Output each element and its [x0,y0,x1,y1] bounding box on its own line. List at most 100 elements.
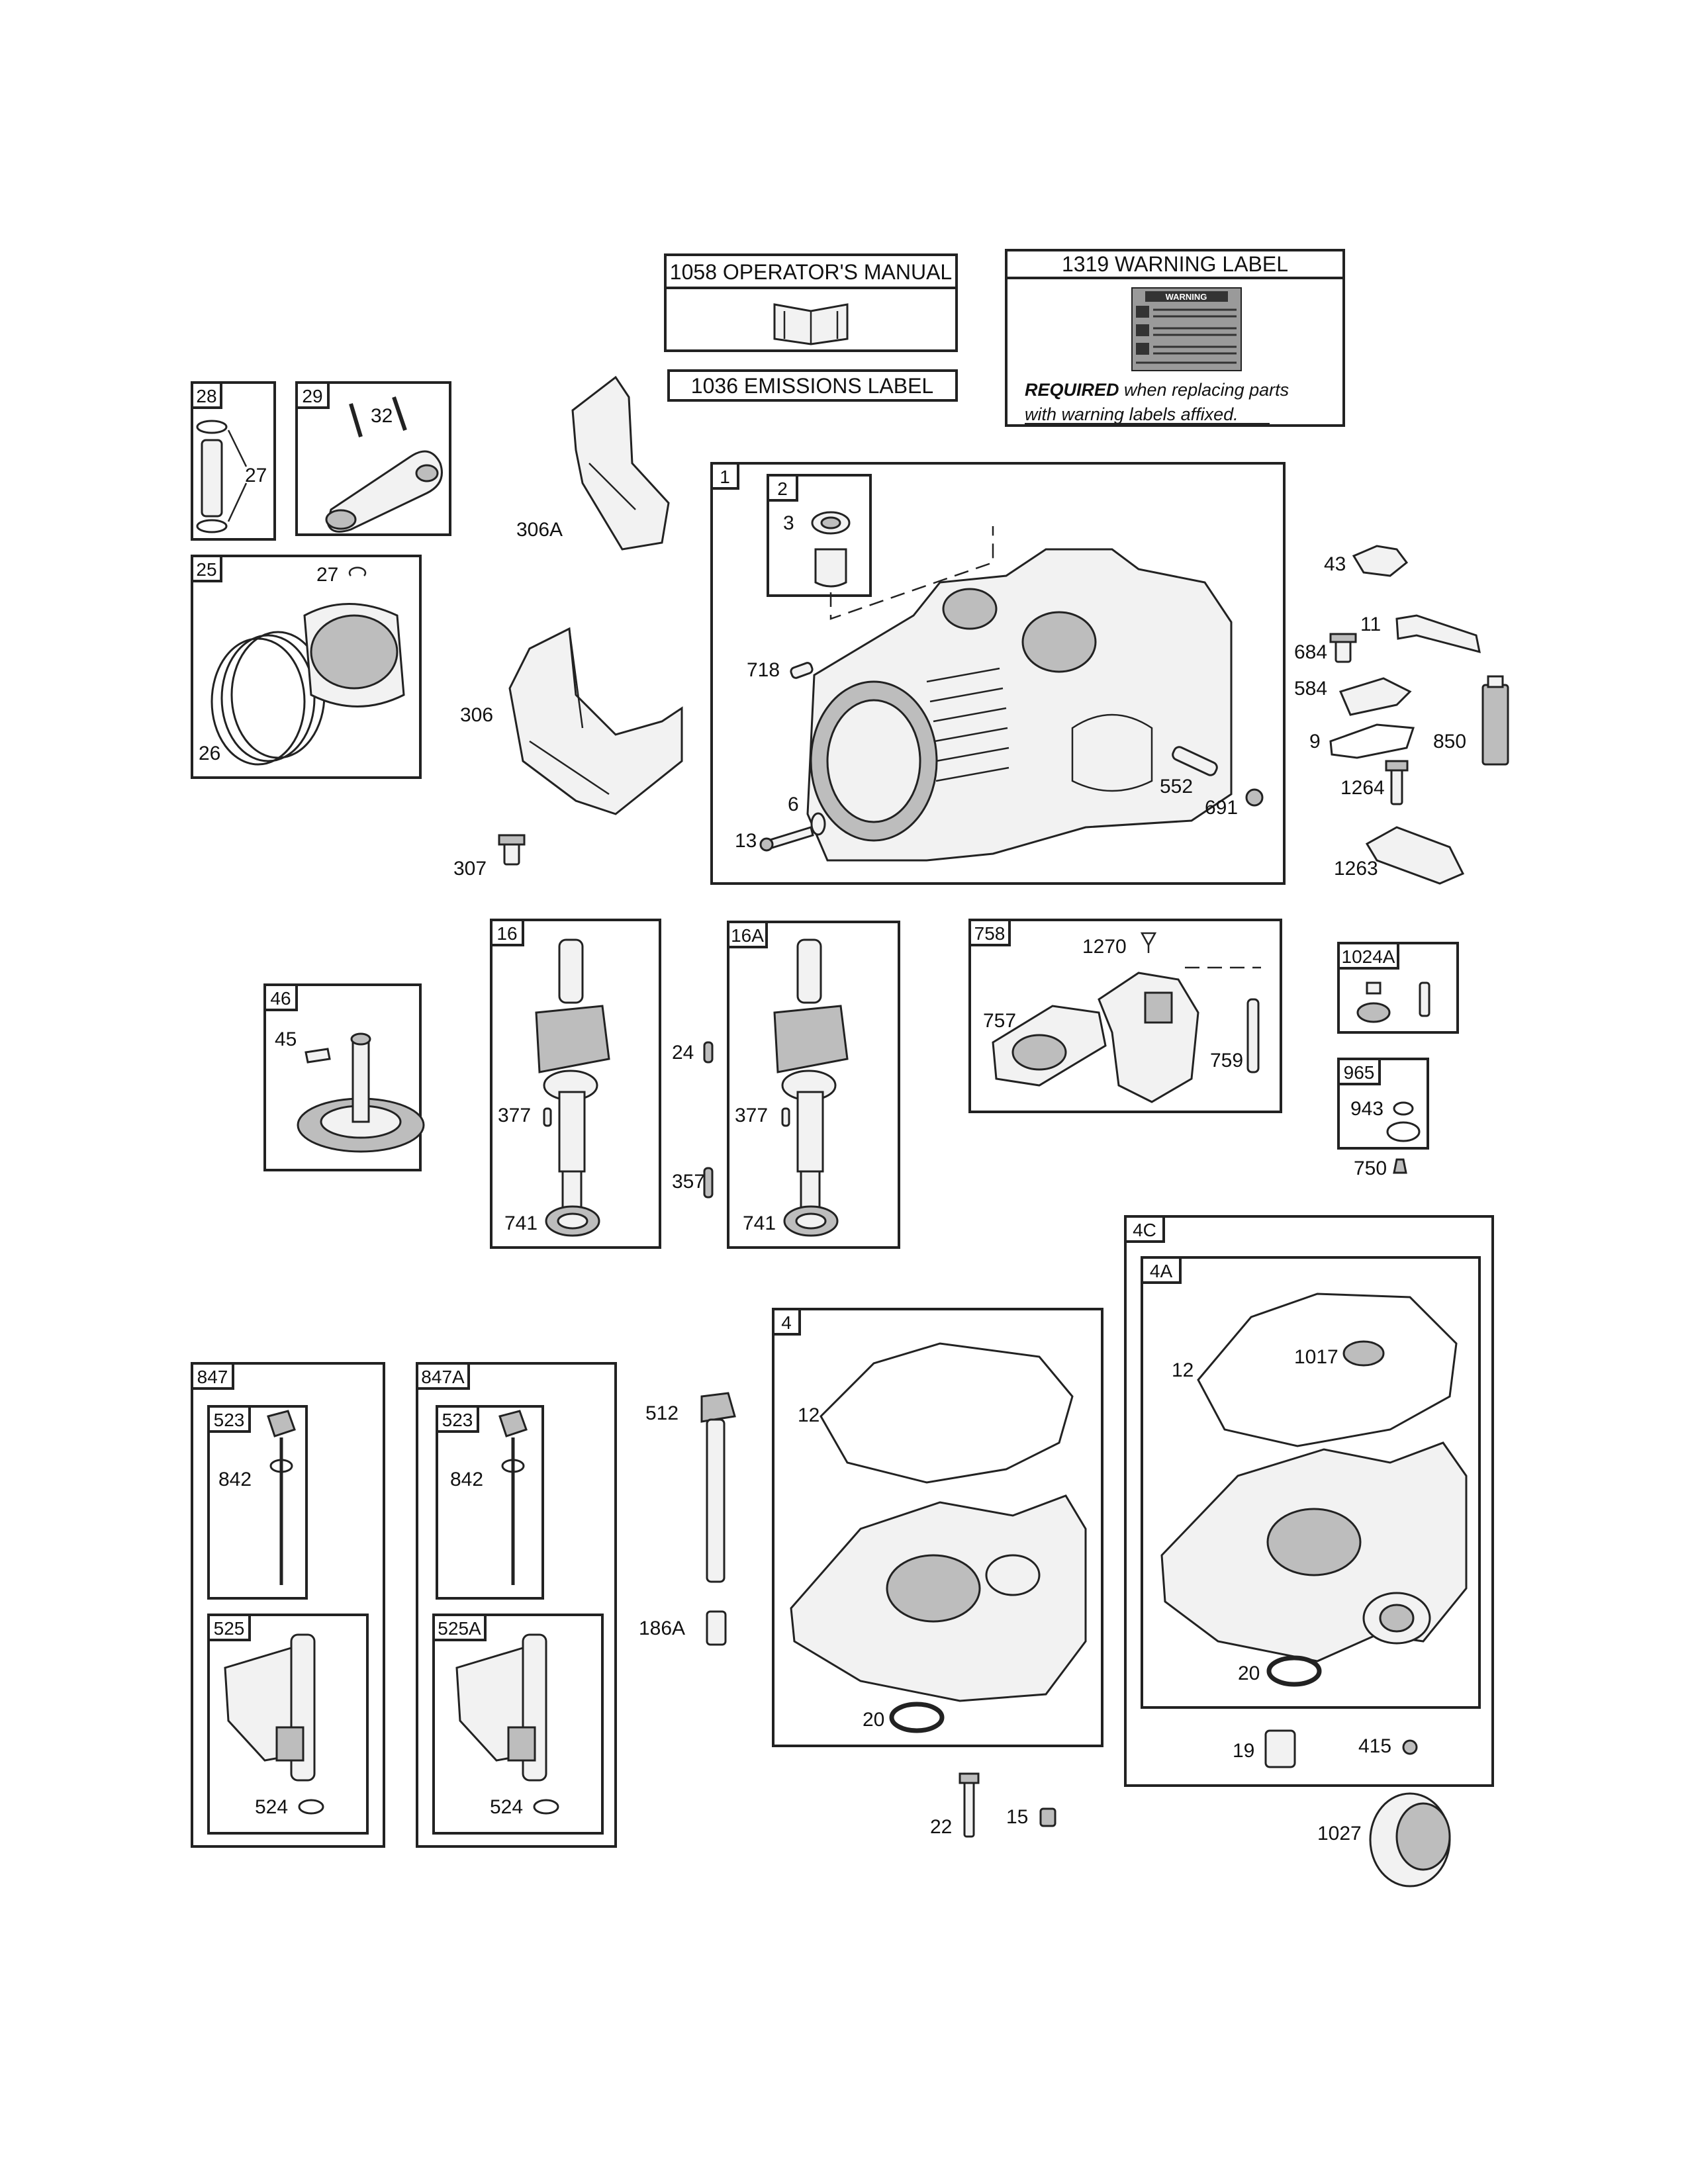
callout-1270: 1270 [1082,936,1127,958]
warning-sticker-heading: WARNING [1166,292,1207,302]
warning-label-box: 1319 WARNING LABEL WARNING REQUIRED when… [1005,249,1345,427]
callout-1263: 1263 [1334,858,1378,880]
group-tag-965: 965 [1344,1062,1375,1083]
callout-584: 584 [1294,678,1327,700]
callout-718: 718 [747,659,780,681]
callout-20-b: 20 [863,1709,884,1731]
callout-524: 524 [255,1796,288,1818]
group-tag-4c: 4C [1133,1220,1156,1240]
air-guide-306a: 306A [516,375,670,551]
group-16a-crankshaft: 16A 377 741 [727,921,900,1249]
callout-306: 306 [460,704,493,726]
group-tag-4: 4 [781,1312,792,1333]
callout-512: 512 [645,1402,679,1424]
group-847-dipstick: 847 523 842 525 524 [191,1362,385,1848]
group-tag-16: 16 [496,923,517,944]
group-28-piston-pin: 28 27 [191,381,276,541]
callout-20: 20 [1238,1662,1260,1684]
callout-13: 13 [735,830,757,852]
warning-required-line1: REQUIRED when replacing parts [1025,380,1289,400]
callout-19: 19 [1233,1740,1254,1762]
callout-842: 842 [218,1469,252,1490]
loose-parts-right: 43 11 684 584 9 850 1264 1263 [1294,545,1509,885]
operators-manual-box: 1058 OPERATOR'S MANUAL [664,253,958,352]
callout-43: 43 [1324,553,1346,575]
group-758-breather: 758 1270 757 759 [968,919,1282,1113]
group-tag-28: 28 [196,386,216,406]
callout-45: 45 [275,1028,297,1050]
callout-415: 415 [1358,1735,1391,1757]
callout-306a: 306A [516,519,563,541]
air-guide-306: 306 [460,627,683,815]
callout-943: 943 [1350,1098,1383,1120]
group-25-piston: 25 27 26 [191,555,422,779]
group-tag-523-b: 523 [442,1410,473,1430]
callout-186a: 186A [639,1617,685,1639]
group-46-camshaft: 46 45 [263,983,425,1171]
group-tag-525: 525 [214,1618,245,1639]
group-tag-1024a: 1024A [1342,946,1395,967]
group-tag-523: 523 [214,1410,245,1430]
callout-6: 6 [788,794,799,815]
callout-27: 27 [245,465,267,486]
oil-filter-1027: 1027 [1317,1792,1451,1888]
screw-307: 307 [453,834,526,880]
callout-741-b: 741 [743,1212,776,1234]
group-4c-sump-assembly: 4C 4A 12 1017 20 19 415 [1124,1215,1494,1787]
group-4-sump: 4 12 20 [772,1308,1103,1747]
callout-11: 11 [1360,614,1381,635]
callout-750: 750 [1354,1158,1387,1179]
group-29-connecting-rod: 29 32 [295,381,451,536]
warning-required-bold: REQUIRED [1025,380,1119,400]
callout-26: 26 [199,743,220,764]
emissions-label: 1036 EMISSIONS LABEL [691,374,933,398]
callout-684: 684 [1294,641,1327,663]
callout-1027: 1027 [1317,1823,1362,1844]
callout-524-b: 524 [490,1796,523,1818]
group-tag-2: 2 [777,478,788,499]
callout-377-b: 377 [735,1105,768,1126]
callout-15: 15 [1006,1806,1028,1828]
callout-24: 24 [672,1042,694,1064]
group-tag-16a: 16A [731,925,764,946]
warning-required-rest: when replacing parts [1119,380,1289,400]
crank-keys: 24 357 [672,1041,714,1199]
group-tag-847a: 847A [421,1367,465,1387]
group-tag-25: 25 [196,559,216,580]
callout-307: 307 [453,858,487,880]
group-tag-525a: 525A [438,1618,481,1639]
callout-12-b: 12 [798,1404,820,1426]
callout-27-ring: 27 [316,564,338,586]
callout-691: 691 [1205,797,1238,819]
callout-850: 850 [1433,731,1466,752]
governor-shaft-512: 512 186A [639,1392,736,1646]
callout-357: 357 [672,1171,705,1193]
callout-1017: 1017 [1294,1346,1338,1368]
fasteners-22-15: 22 15 [930,1772,1056,1838]
callout-552: 552 [1160,776,1193,797]
callout-32: 32 [371,405,393,427]
callout-12: 12 [1172,1359,1194,1381]
group-16-crankshaft: 16 377 741 [490,919,661,1249]
group-tag-758: 758 [974,923,1006,944]
emissions-label-box: 1036 EMISSIONS LABEL [667,369,958,402]
callout-3: 3 [783,512,794,534]
callout-377: 377 [498,1105,531,1126]
group-tag-4a: 4A [1150,1261,1173,1281]
group-tag-1: 1 [720,467,730,487]
callout-759: 759 [1210,1050,1243,1071]
group-965: 965 943 750 [1337,1058,1429,1179]
group-tag-29: 29 [302,386,322,406]
manual-label: 1058 OPERATOR'S MANUAL [670,260,952,284]
callout-842-b: 842 [450,1469,483,1490]
callout-741: 741 [504,1212,538,1234]
book-icon [773,303,849,345]
warning-sticker-image: WARNING [1131,287,1242,371]
group-tag-46: 46 [270,988,291,1009]
warning-label-title: 1319 WARNING LABEL [1062,252,1288,276]
callout-9: 9 [1309,731,1321,752]
group-1-cylinder-assembly: 1 2 3 718 6 13 552 691 [710,462,1286,885]
group-847a-dipstick: 847A 523 842 525A 524 [416,1362,617,1848]
